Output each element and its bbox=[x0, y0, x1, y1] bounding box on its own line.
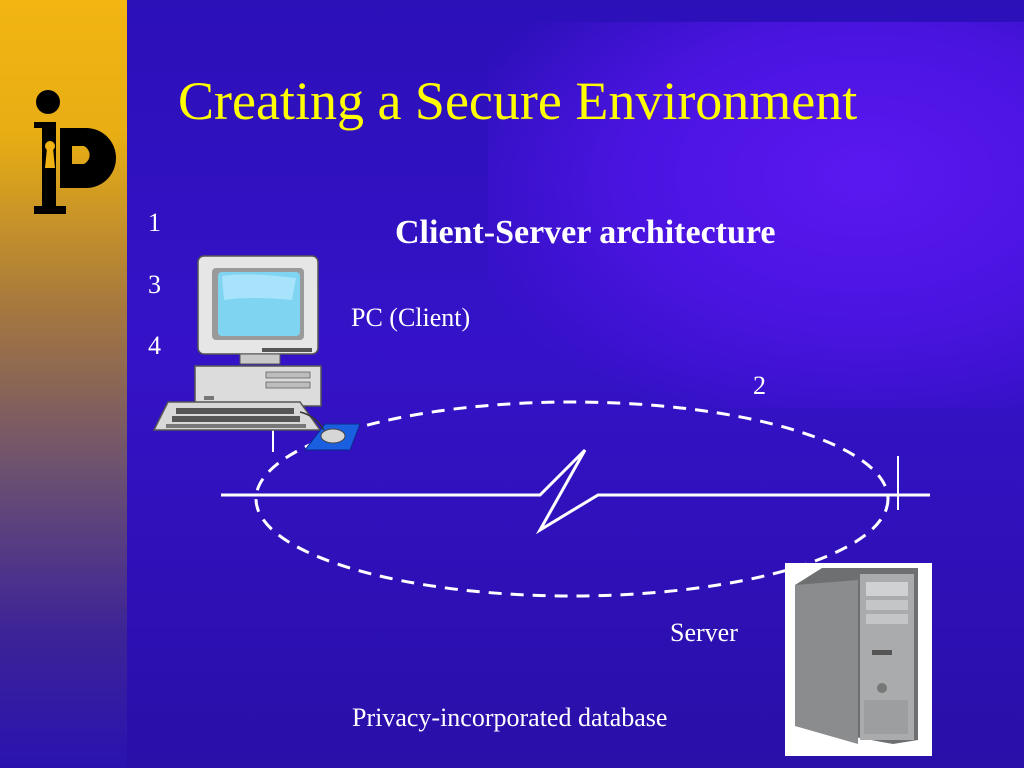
background-glow bbox=[488, 22, 1024, 408]
tower-server-icon bbox=[785, 563, 932, 756]
server-label: Server bbox=[670, 618, 738, 647]
page-title: Creating a Secure Environment bbox=[178, 71, 858, 131]
client-label: PC (Client) bbox=[351, 303, 471, 332]
ip-logo-icon bbox=[34, 90, 116, 214]
step-number-3: 3 bbox=[148, 270, 161, 299]
diagram-subtitle: Client-Server architecture bbox=[395, 214, 776, 251]
secure-boundary-ellipse bbox=[254, 400, 890, 598]
step-number-1: 1 bbox=[148, 208, 161, 237]
desktop-computer-icon bbox=[152, 255, 361, 451]
step-number-2: 2 bbox=[753, 371, 766, 400]
network-link-icon bbox=[221, 430, 930, 535]
step-number-4: 4 bbox=[148, 331, 161, 360]
database-label: Privacy-incorporated database bbox=[352, 703, 668, 732]
